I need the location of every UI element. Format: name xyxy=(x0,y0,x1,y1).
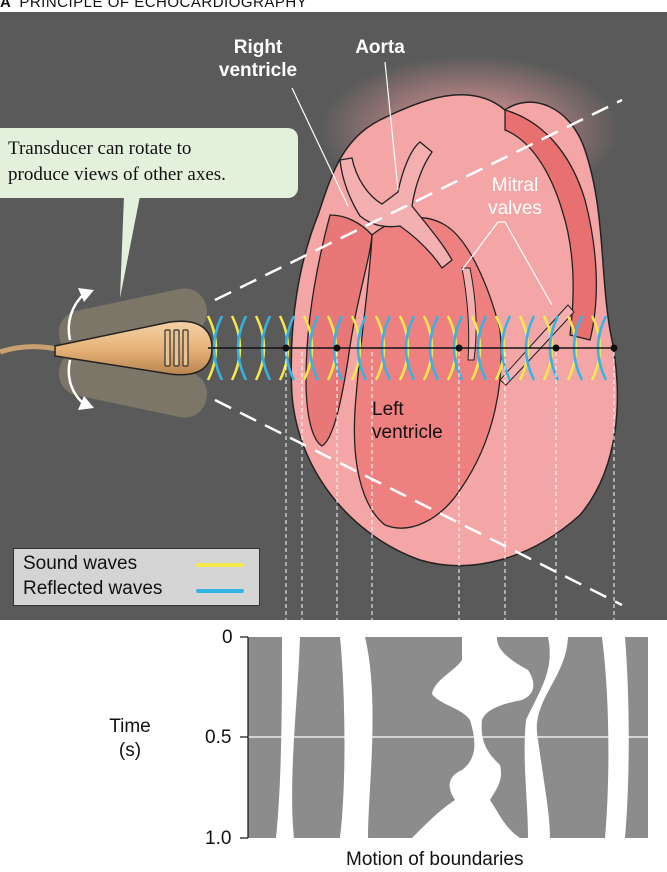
mitral-valve-anterior xyxy=(461,267,477,361)
mmode-ylabel: Time (s) xyxy=(109,716,151,761)
mmode-band xyxy=(524,637,568,838)
label-right-ventricle: Right ventricle xyxy=(218,37,298,81)
mmode-tick-label: 0 xyxy=(222,627,233,648)
boundary-point xyxy=(282,344,290,352)
legend-reflected-label: Reflected waves xyxy=(23,578,163,599)
transducer-callout: Transducer can rotate to produce views o… xyxy=(0,128,298,198)
beam-upper-edge xyxy=(214,98,623,302)
label-aorta: Aorta xyxy=(355,37,405,58)
mmode-xlabel: Motion of boundaries xyxy=(346,849,524,870)
legend-reflected-swatch xyxy=(196,589,244,593)
boundary-point xyxy=(552,344,560,352)
mmode-tick-label: 0.5 xyxy=(205,727,232,748)
transducer-probe xyxy=(54,320,213,376)
rotation-arrow-up xyxy=(67,293,85,341)
mitral-valve-posterior xyxy=(499,304,575,386)
legend-sound-swatch xyxy=(196,563,244,567)
legend-sound-label: Sound waves xyxy=(23,553,138,574)
left-atrium xyxy=(504,109,597,341)
label-mitral-valves: Mitral valves xyxy=(488,175,542,219)
aorta xyxy=(339,141,453,269)
panel-letter: A xyxy=(0,0,12,11)
label-left-ventricle: Left ventricle xyxy=(372,399,443,443)
mmode-band xyxy=(412,637,534,838)
figure-header: A PRINCIPLE OF ECHOCARDIOGRAPHY xyxy=(0,0,667,12)
boundary-points xyxy=(282,344,618,352)
beam-lower-edge xyxy=(214,398,623,607)
wave-legend: Sound waves Reflected waves xyxy=(13,548,260,606)
mmode-tick-label: 1.0 xyxy=(205,828,232,849)
figure-title: PRINCIPLE OF ECHOCARDIOGRAPHY xyxy=(19,0,308,11)
boundary-point xyxy=(610,344,618,352)
rotation-arrow-down xyxy=(67,359,85,405)
boundary-point xyxy=(455,344,463,352)
boundary-point xyxy=(333,344,341,352)
projection-lines xyxy=(285,352,615,620)
